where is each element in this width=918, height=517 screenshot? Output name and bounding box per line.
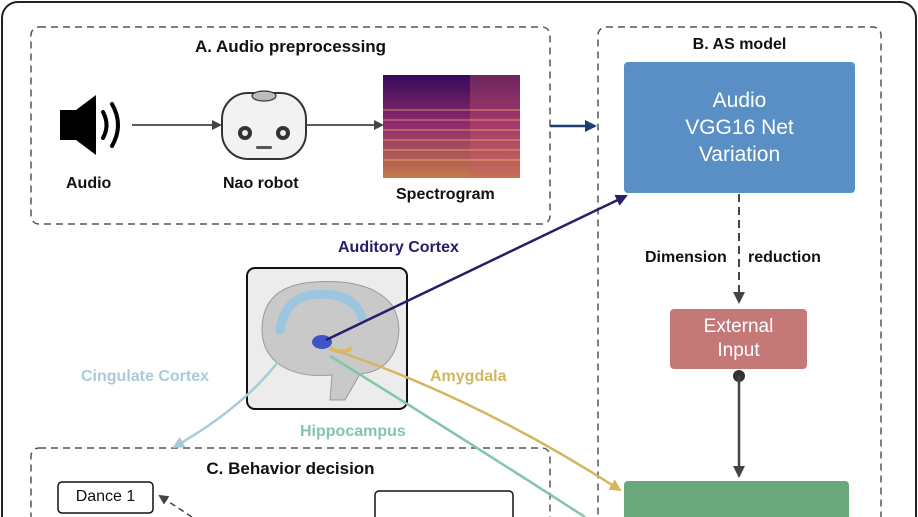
amygdala-label: Amygdala [430,368,507,385]
vgg-line-3: Variation [698,143,781,166]
vgg-line-2: VGG16 Net [685,116,794,139]
auditory-cortex-label: Auditory Cortex [338,239,459,256]
arrow-cingulate-cortex [172,361,279,449]
dance-box [57,481,154,514]
arrow-amygdala [339,350,622,492]
speaker-icon [60,95,120,155]
dimension-label: Dimension [645,249,731,267]
spectrogram-label: Spectrogram [396,186,495,203]
external-line-1: External [703,316,774,337]
robot-label: Nao robot [223,175,299,192]
arrow-auditory-cortex [325,194,628,342]
panel-c-box [30,447,551,517]
external-input-label: External Input [670,309,807,369]
dance-label: Dance 1 [75,488,136,505]
reduction-label: reduction [748,249,821,267]
vgg-line-1: Audio [712,89,767,112]
audio-label: Audio [66,175,112,192]
panel-b-title: B. AS model [692,36,787,53]
vgg-box-label: Audio VGG16 Net Variation [624,62,855,193]
panel-c-title: C. Behavior decision [206,459,375,478]
spectrogram-image [383,75,520,178]
green-box [624,481,849,517]
behavior-box [374,490,514,517]
arrow-dance [158,494,193,517]
vgg-box [624,62,855,193]
arrow-hippocampus [329,354,586,517]
external-input-box [670,309,807,369]
panel-b-box [597,26,882,517]
cingulate-cortex-label: Cingulate Cortex [81,368,210,385]
nao-robot-icon [221,90,307,160]
external-line-2: Input [717,340,760,361]
hippocampus-label: Hippocampus [300,423,406,440]
panel-a-title: A. Audio preprocessing [194,37,387,56]
